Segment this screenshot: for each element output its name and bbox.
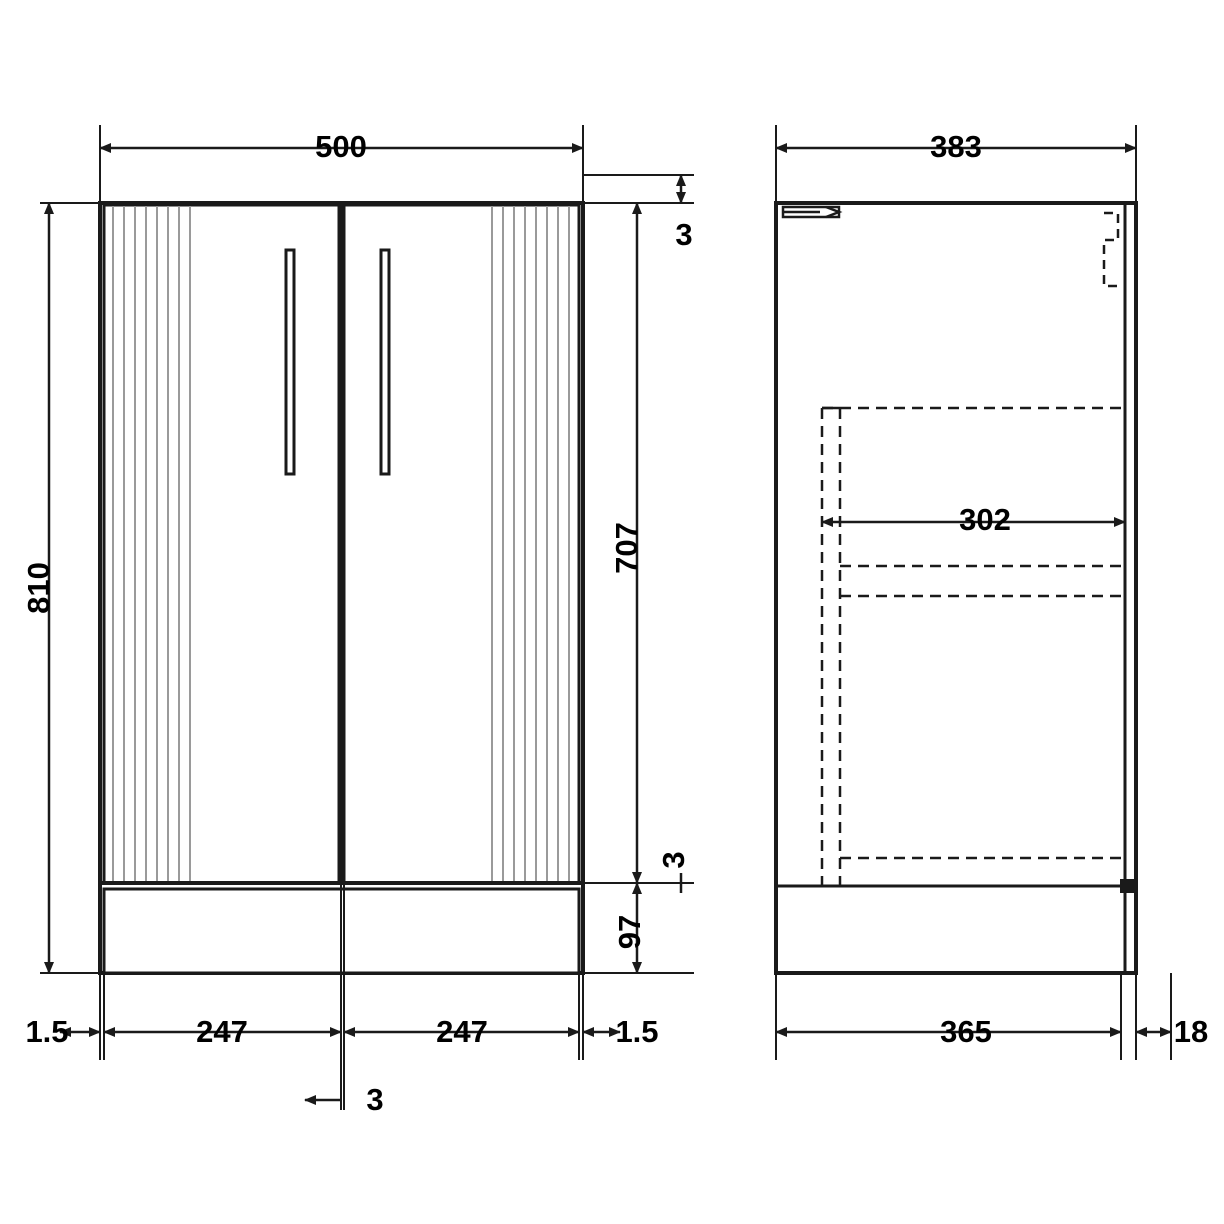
- front-door-height-dimension-label: 707: [609, 522, 644, 574]
- side-cabinet-outline: [774, 201, 1138, 975]
- front-centre-gap-dimension-label: 3: [366, 1082, 383, 1117]
- side-plinth-block: [1120, 879, 1137, 893]
- side-top-right-notch: [1102, 211, 1122, 288]
- side-extension-lines: [775, 125, 1172, 1060]
- front-left-edge-dimension-label: 1.5: [25, 1014, 68, 1049]
- front-view-group: 500 810 707 3 3 97 1.5 247 247 1.5 3: [21, 125, 694, 1117]
- front-left-door-width-dimension-label: 247: [196, 1014, 248, 1049]
- side-depth-dimension-label: 383: [930, 129, 982, 164]
- front-right-door-width-dimension-label: 247: [436, 1014, 488, 1049]
- front-right-door-fluting: [491, 206, 570, 882]
- front-left-door-handle: [284, 248, 296, 476]
- front-left-door: [102, 203, 341, 885]
- front-right-edge-dimension-label: 1.5: [615, 1014, 658, 1049]
- front-plinth-height-dimension-label: 97: [612, 915, 647, 949]
- front-mid-gap-dimension-label: 3: [656, 851, 691, 868]
- side-view-group: 383 302 365 18: [774, 125, 1208, 1060]
- front-height-dimension-label: 810: [21, 562, 56, 614]
- front-top-gap-dimension-label: 3: [675, 217, 692, 252]
- side-top-bracket-detail: [781, 205, 843, 219]
- front-left-door-fluting: [112, 206, 191, 882]
- side-base-depth-dimension-label: 365: [940, 1014, 992, 1049]
- side-back-offset-dimension-label: 18: [1174, 1014, 1208, 1049]
- front-width-dimension-label: 500: [315, 129, 367, 164]
- front-right-door: [342, 203, 581, 885]
- side-internal-depth-dimension-label: 302: [959, 502, 1011, 537]
- front-right-door-handle: [379, 248, 391, 476]
